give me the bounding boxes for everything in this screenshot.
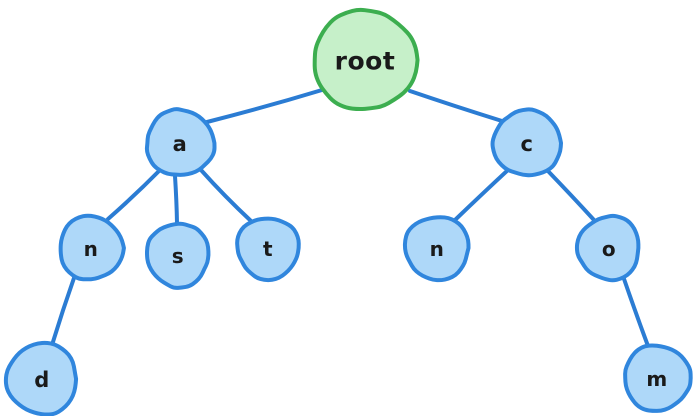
tree-edge [408, 89, 504, 123]
node-circle-com[interactable] [623, 343, 693, 413]
tree-node-cn[interactable]: n [402, 215, 471, 283]
tree-edge [173, 174, 179, 225]
node-label-a: a [173, 132, 188, 156]
tree-edge [205, 88, 324, 124]
edges-layer [50, 88, 650, 348]
node-label-com: m [646, 367, 667, 391]
tree-node-as[interactable]: s [144, 221, 211, 290]
tree-node-co[interactable]: o [574, 213, 641, 283]
tree-node-an[interactable]: n [58, 213, 126, 282]
node-label-root: root [335, 47, 396, 76]
tree-node-c[interactable]: c [490, 107, 564, 178]
tree-node-and[interactable]: d [3, 340, 79, 416]
node-circle-as[interactable] [144, 221, 211, 290]
node-circle-at[interactable] [235, 216, 301, 283]
node-circle-and[interactable] [3, 340, 79, 416]
node-label-cn: n [430, 237, 445, 261]
tree-node-com[interactable]: m [623, 343, 693, 413]
tree-node-root[interactable]: root [312, 7, 420, 112]
node-circle-cn[interactable] [402, 215, 471, 283]
nodes-layer: root a c n s t n o d m [3, 7, 693, 416]
node-circle-co[interactable] [574, 213, 641, 283]
tree-edge [621, 274, 650, 348]
node-label-c: c [521, 132, 534, 156]
node-label-at: t [263, 237, 273, 261]
tree-edge [199, 168, 253, 223]
node-circle-c[interactable] [490, 107, 564, 178]
tree-edge [106, 168, 162, 221]
node-label-an: n [84, 237, 99, 261]
node-label-and: d [34, 368, 50, 392]
node-circle-an[interactable] [58, 213, 126, 282]
node-label-as: s [172, 244, 184, 268]
tree-edge [545, 168, 596, 222]
tree-edge [50, 273, 77, 347]
tree-node-at[interactable]: t [235, 216, 301, 283]
node-label-co: o [602, 237, 616, 261]
tree-edge [453, 168, 510, 222]
node-circle-a[interactable] [144, 107, 217, 177]
tree-node-a[interactable]: a [144, 107, 217, 177]
node-circle-root[interactable] [312, 7, 420, 112]
